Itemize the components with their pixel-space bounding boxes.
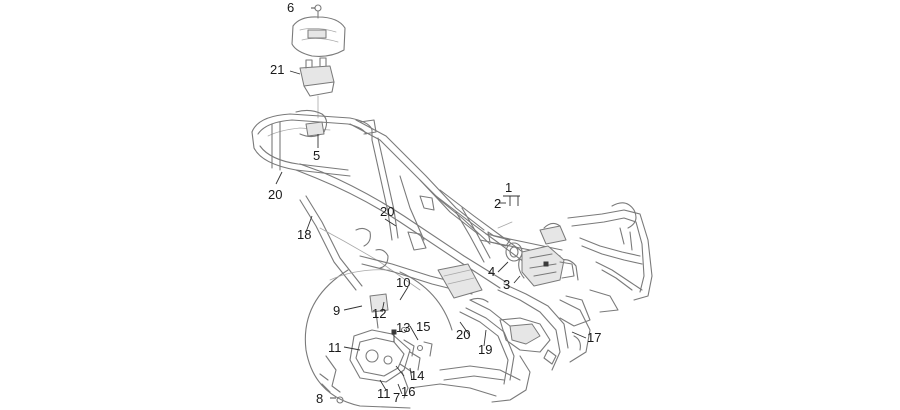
callout-20-left: 20	[268, 187, 283, 202]
callout-20-right: 20	[456, 327, 471, 342]
callout-leader-lines	[275, 7, 587, 399]
callout-7: 7	[393, 390, 401, 405]
callout-10: 10	[396, 275, 411, 290]
callout-14: 14	[410, 368, 425, 383]
callout-4: 4	[488, 264, 496, 279]
callout-5: 5	[313, 148, 321, 163]
callout-19: 19	[478, 342, 493, 357]
callout-20-center: 20	[380, 204, 395, 219]
detail-inset-circle	[304, 269, 453, 409]
frame-rear-loop	[251, 109, 377, 177]
callout-15: 15	[416, 319, 431, 334]
inset-bracket-assembly	[319, 293, 433, 404]
callout-8: 8	[316, 391, 324, 406]
callout-11-upper: 11	[328, 340, 342, 355]
callout-3: 3	[503, 277, 511, 292]
callout-16: 16	[401, 384, 416, 399]
frame-lower-right	[409, 283, 591, 403]
part-6-clamp	[291, 4, 346, 57]
frame-front-subframe	[539, 202, 653, 327]
frame-main-spine	[295, 119, 507, 295]
ignition-lock-assembly	[487, 221, 575, 287]
callout-21: 21	[270, 62, 285, 77]
callout-11-lower: 11	[377, 386, 391, 401]
callout-6: 6	[287, 0, 295, 15]
callout-12: 12	[372, 306, 387, 321]
callout-13: 13	[396, 320, 411, 335]
callout-18: 18	[297, 227, 312, 242]
callout-1: 1	[505, 180, 513, 195]
callout-9: 9	[333, 303, 341, 318]
callout-17: 17	[587, 330, 602, 345]
part-21-bracket	[299, 57, 335, 119]
callout-2: 2	[494, 196, 502, 211]
